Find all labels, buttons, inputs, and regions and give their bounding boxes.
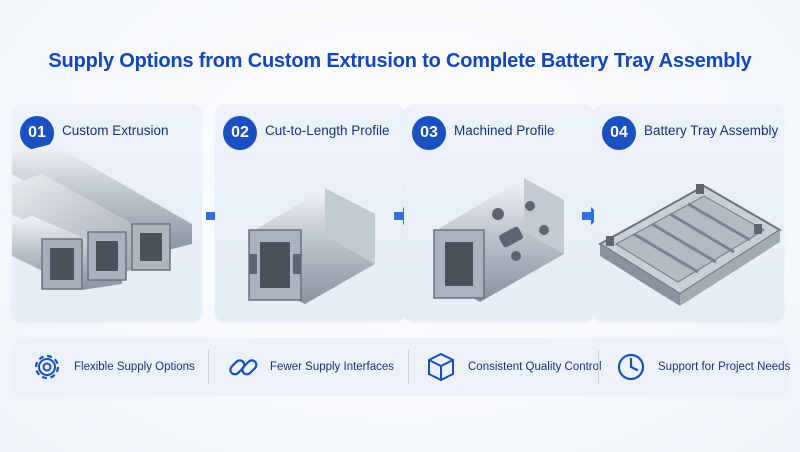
feature-project-support: Support for Project Needs [614, 338, 790, 396]
feature-flexible-supply: Flexible Supply Options [30, 338, 195, 396]
step-label: Cut-to-Length Profile [265, 123, 390, 138]
step-card-custom-extrusion: 01 Custom Extrusion [12, 104, 202, 322]
divider [598, 350, 599, 384]
divider [408, 350, 409, 384]
page-title: Supply Options from Custom Extrusion to … [48, 50, 752, 72]
divider [208, 350, 209, 384]
step-label: Machined Profile [454, 123, 555, 138]
feature-label: Flexible Supply Options [74, 361, 195, 373]
step-number-badge: 03 [412, 116, 446, 150]
link-icon [229, 359, 258, 376]
cut-aluminum-profile-image [248, 188, 375, 304]
machined-aluminum-profile-image [433, 178, 564, 302]
feature-strip: Flexible Supply Options Fewer Supply Int… [12, 338, 790, 396]
aluminum-extrusion-bundle-image [12, 144, 192, 290]
step-label: Battery Tray Assembly [644, 123, 779, 138]
step-number-badge: 01 [20, 116, 54, 150]
step-card-machined-profile: 03 Machined Profile [404, 104, 594, 322]
gear-icon [34, 354, 60, 380]
clock-icon [617, 353, 645, 381]
feature-fewer-interfaces: Fewer Supply Interfaces [226, 338, 394, 396]
battery-tray-frame-image [598, 184, 782, 306]
feature-label: Consistent Quality Control [468, 361, 602, 373]
feature-label: Support for Project Needs [658, 361, 791, 373]
step-number-badge: 02 [223, 116, 257, 150]
step-card-cut-to-length: 02 Cut-to-Length Profile [215, 104, 405, 322]
cube-icon [428, 352, 454, 382]
feature-quality-control: Consistent Quality Control [424, 338, 602, 396]
feature-label: Fewer Supply Interfaces [270, 361, 395, 373]
step-number-badge: 04 [602, 116, 636, 150]
step-card-battery-tray: 04 Battery Tray Assembly [594, 104, 784, 322]
step-label: Custom Extrusion [62, 123, 169, 138]
